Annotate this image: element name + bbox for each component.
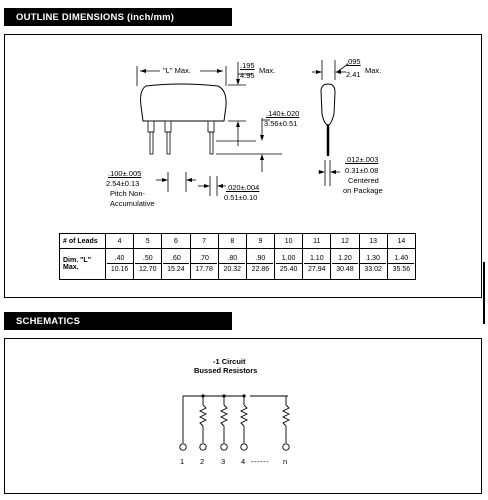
- circuit-subtitle: Bussed Resistors: [194, 366, 258, 375]
- pin-label-1: 1: [180, 457, 185, 466]
- dim-mm: 12.70: [138, 266, 157, 273]
- height-max: Max.: [259, 66, 276, 75]
- dim-mm: 27.94: [308, 266, 326, 273]
- outline-frame: [4, 34, 482, 298]
- pin-label-n: n: [283, 457, 288, 466]
- lead-thickness-in: .012±.003: [345, 155, 379, 164]
- dim-cell: 1.20 30.48: [330, 248, 360, 280]
- dim-in: .40: [106, 254, 133, 264]
- pitch-note-2: Accumulative: [110, 199, 155, 208]
- dim-mm: 10.16: [110, 266, 129, 273]
- table-row-dims: Dim. "L" Max. .40 10.16 .50 12.70 .60 15.24…: [59, 248, 417, 280]
- lead-thickness-mm: 0.31±0.08: [345, 166, 379, 175]
- dim-mm: 30.48: [336, 266, 354, 273]
- lead-width-mm: 0.51±0.10: [224, 193, 258, 202]
- outline-header: OUTLINE DIMENSIONS (inch/mm): [4, 8, 232, 26]
- pitch-note-1: Pitch Non-: [110, 189, 146, 198]
- centered-note-1: Centered: [348, 176, 379, 185]
- dim-in: 1.40: [388, 254, 415, 264]
- lead-length-in: .140±.020: [266, 109, 300, 118]
- dim-mm: 33.02: [364, 266, 382, 273]
- pin-label-2: 2: [200, 457, 205, 466]
- dim-in: .60: [162, 254, 189, 264]
- dim-mm: 25.40: [279, 266, 298, 273]
- lead-length-mm: 3.56±0.51: [264, 119, 298, 128]
- dim-in: .90: [247, 254, 274, 264]
- dim-mm: 35.56: [392, 266, 411, 273]
- dim-cell: .60 15.24: [161, 248, 191, 280]
- dim-mm: 17.78: [195, 266, 213, 273]
- pitch-mm: 2.54±0.13: [106, 179, 140, 188]
- pin-label-4: 4: [241, 457, 246, 466]
- lead-width-in: .020±.004: [226, 183, 260, 192]
- centered-note-2: on Package: [343, 186, 383, 195]
- dim-in: 1.20: [331, 254, 358, 264]
- pin-label-3: 3: [221, 457, 226, 466]
- dim-cell: .40 10.16: [104, 248, 135, 280]
- pin-ellipsis: ------: [251, 457, 269, 466]
- table-row-leads: # of Leads 4 5 6 7 8 9 10 11 12 13 14: [59, 233, 417, 249]
- pitch-in: .100±.005: [108, 169, 142, 178]
- height-in: .195: [240, 61, 255, 70]
- dim-in: .80: [219, 254, 246, 264]
- thickness-mm: 2.41: [346, 70, 361, 79]
- dim-header-line1: Dim. "L": [63, 257, 92, 264]
- outline-header-text: OUTLINE DIMENSIONS (inch/mm): [16, 11, 175, 23]
- outline-drawing: [136, 60, 349, 196]
- dim-cell: .50 12.70: [133, 248, 163, 280]
- dim-in: .50: [134, 254, 161, 264]
- dim-in: 1.10: [303, 254, 330, 264]
- dim-cell: 1.40 35.56: [386, 248, 417, 280]
- dim-in: 1.00: [275, 254, 302, 264]
- dim-mm: 20.32: [223, 266, 242, 273]
- dim-in: .70: [191, 254, 218, 264]
- dim-mm: 22.86: [251, 266, 270, 273]
- schematics-frame: [4, 338, 482, 494]
- thickness-max: Max.: [365, 66, 382, 75]
- dim-mm: 15.24: [167, 266, 185, 273]
- schematics-header-text: SCHEMATICS: [16, 315, 81, 327]
- side-rule: [483, 262, 485, 324]
- circuit-title: -1 Circuit: [213, 357, 246, 366]
- dimensions-table: # of Leads 4 5 6 7 8 9 10 11 12 13 14 Di…: [59, 233, 417, 280]
- dim-in: 1.30: [360, 254, 387, 264]
- dim-header: Dim. "L" Max.: [59, 248, 106, 280]
- dim-header-line2: Max.: [63, 264, 79, 271]
- height-mm: 4.95: [240, 71, 255, 80]
- thickness-in: .095: [346, 57, 361, 66]
- schematics-header: SCHEMATICS: [4, 312, 232, 330]
- L-label: "L" Max.: [163, 66, 191, 75]
